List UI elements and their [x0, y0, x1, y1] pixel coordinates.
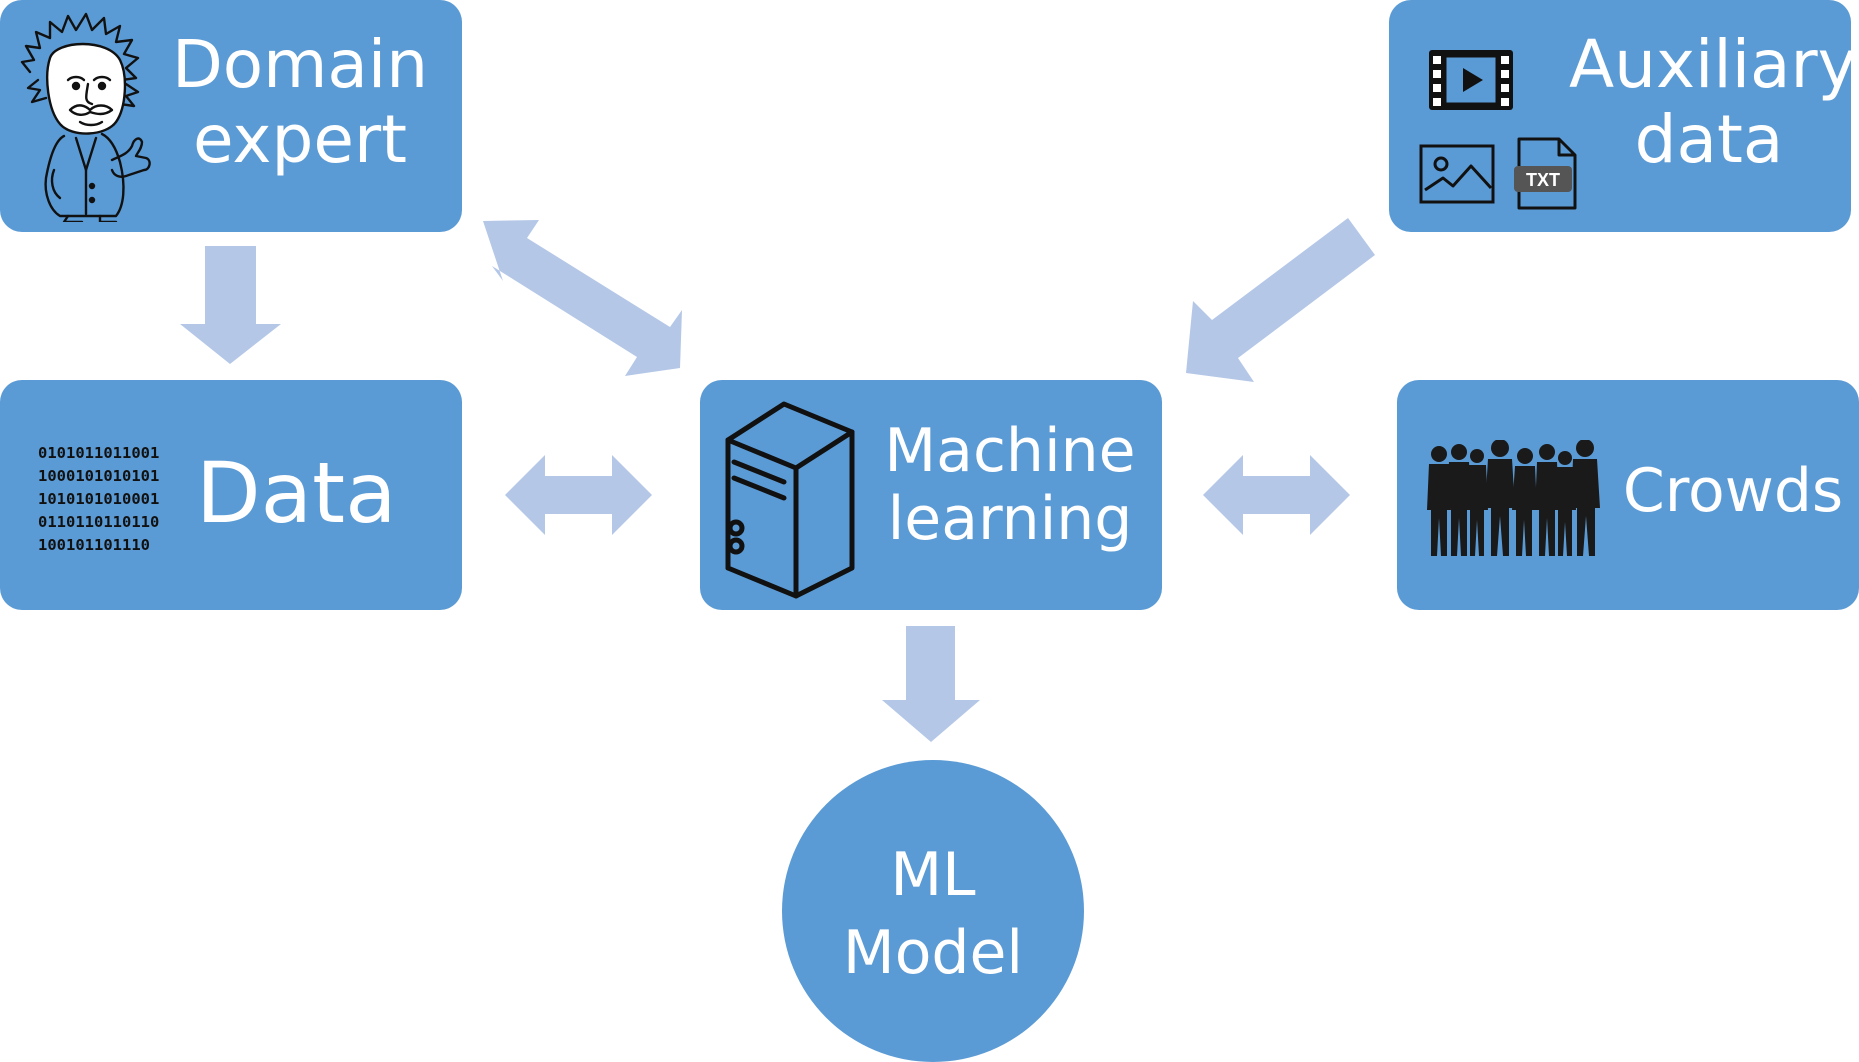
data-label: Data: [196, 444, 397, 542]
binary-row: 0101011011001: [38, 444, 160, 462]
txt-badge-text: TXT: [1526, 170, 1560, 190]
machine-learning-label: Machine learning: [860, 416, 1160, 554]
binary-row: 100101101110: [38, 536, 150, 554]
data-box: 0101011011001 1000101010101 101010101000…: [0, 380, 462, 610]
domain-expert-box: Domain expert: [0, 0, 462, 232]
video-file-icon: [1429, 50, 1513, 110]
cartoon-scientist-icon: [20, 12, 151, 222]
machine-learning-line-1: Machine: [884, 416, 1136, 486]
machine-learning-line-2: learning: [887, 483, 1133, 554]
domain-expert-label: Domain expert: [150, 26, 450, 178]
domain-expert-line-2: expert: [192, 100, 408, 178]
arrow-expert-to-data: [180, 246, 281, 364]
auxiliary-data-label: Auxiliary data: [1569, 26, 1857, 178]
binary-row: 1010101010001: [38, 490, 160, 508]
arrow-auxiliary-to-ml: [1186, 218, 1375, 382]
binary-row: 1000101010101: [38, 467, 160, 485]
crowd-silhouette-icon: [1427, 440, 1600, 556]
data-label-text: Data: [196, 444, 397, 542]
ml-model-label: ML Model: [782, 836, 1084, 992]
arrow-expert-ml: [483, 220, 682, 376]
ml-model-line-1: ML: [890, 840, 976, 910]
auxiliary-data-line-1: Auxiliary: [1569, 26, 1857, 103]
arrow-ml-crowds: [1203, 455, 1350, 535]
ml-model-circle: ML Model: [782, 760, 1084, 1062]
machine-learning-box: Machine learning: [700, 380, 1162, 610]
crowds-label: Crowds: [1613, 456, 1853, 526]
auxiliary-data-box: TXT Auxiliary data: [1389, 0, 1857, 232]
ml-model-line-2: Model: [842, 918, 1024, 988]
binary-digits-icon: 0101011011001 1000101010101 101010101000…: [38, 442, 159, 557]
server-icon: [725, 401, 855, 599]
image-file-icon: [1419, 144, 1495, 204]
arrow-data-ml: [505, 455, 652, 535]
crowds-label-text: Crowds: [1622, 456, 1844, 526]
auxiliary-data-line-2: data: [1634, 100, 1784, 178]
crowds-box: Crowds: [1397, 380, 1859, 610]
arrow-ml-to-model: [882, 626, 980, 742]
domain-expert-line-1: Domain: [171, 26, 429, 103]
binary-row: 0110110110110: [38, 513, 160, 531]
txt-file-icon: TXT: [1514, 137, 1577, 210]
